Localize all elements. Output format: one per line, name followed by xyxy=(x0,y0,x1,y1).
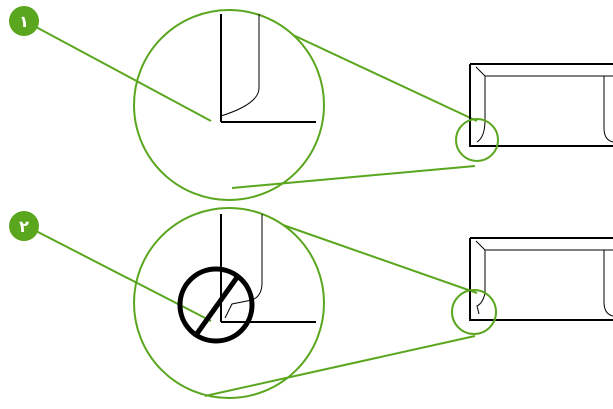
zoom-circle-1 xyxy=(455,118,499,162)
magnified-corner-bad xyxy=(220,214,316,323)
callout-badge-2: ٢ xyxy=(9,211,39,241)
callout-badge-1: ١ xyxy=(9,6,39,36)
envelope-1 xyxy=(469,63,613,147)
callout-badge-2-label: ٢ xyxy=(19,217,29,236)
panel-2: ٢ xyxy=(9,207,613,399)
magnifier-circle-2 xyxy=(133,207,325,399)
zoom-line-2-bottom xyxy=(204,335,476,397)
zoom-line-1-top xyxy=(292,34,478,122)
callout-1-leader xyxy=(35,26,212,122)
envelope-2 xyxy=(469,237,613,321)
prohibited-icon xyxy=(177,266,255,344)
panel-1: ١ xyxy=(9,6,613,201)
zoom-line-2-top xyxy=(282,224,478,294)
magnified-corner-good xyxy=(220,14,316,123)
callout-badge-1-label: ١ xyxy=(19,12,29,31)
callout-2-leader xyxy=(35,230,212,322)
magnifier-circle-1 xyxy=(133,9,325,201)
zoom-line-1-bottom xyxy=(231,165,476,189)
zoom-circle-2 xyxy=(451,289,497,335)
